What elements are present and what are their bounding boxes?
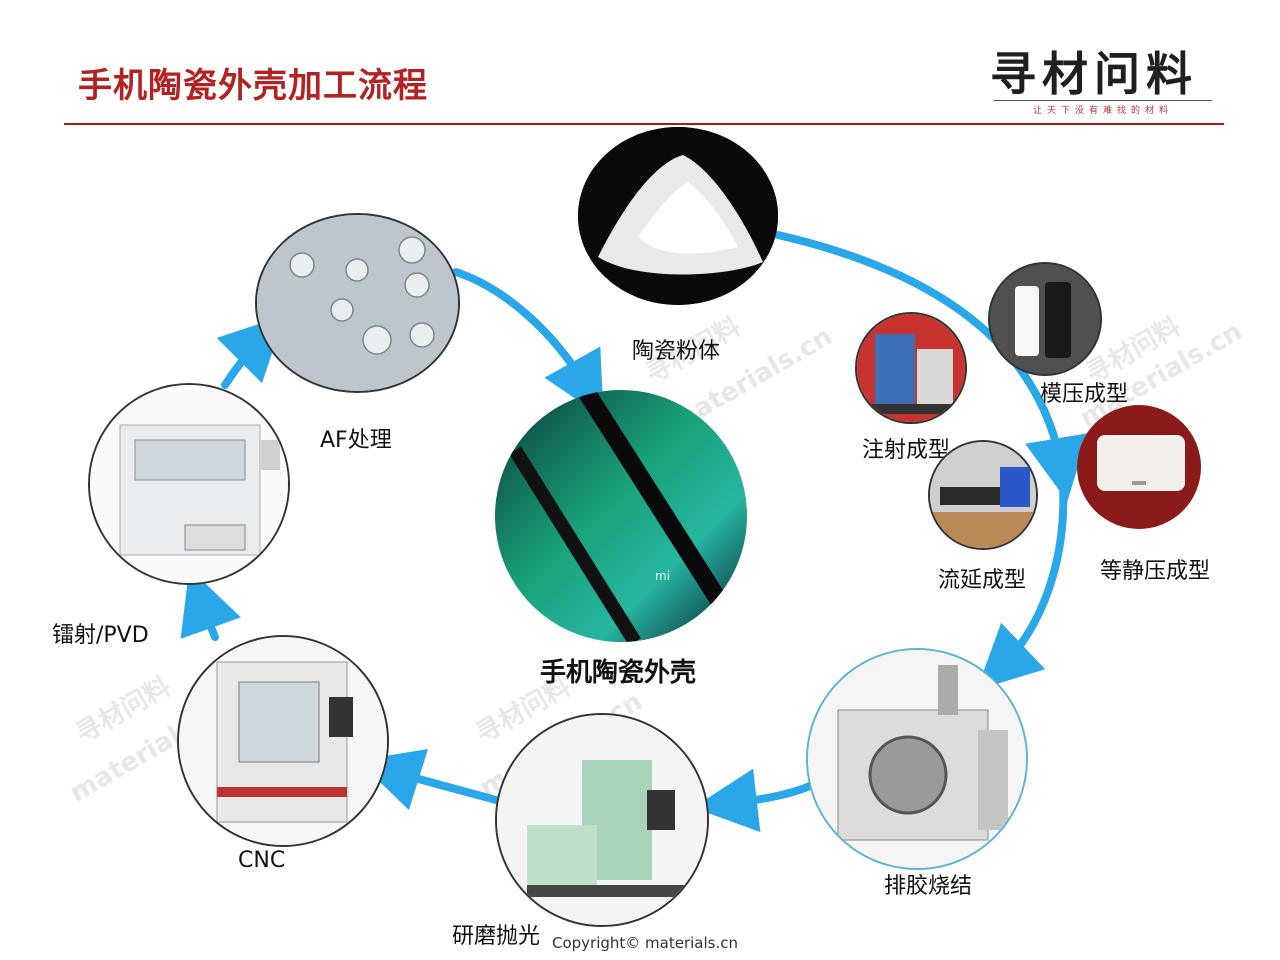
arrow-sintering-to-polish <box>693 768 816 833</box>
polishing-machine-image <box>495 713 709 927</box>
injection-molding-image <box>855 312 967 424</box>
laser-pvd-machine-image <box>88 383 290 585</box>
ceramic-phone-shell-image: mi <box>495 390 747 642</box>
ceramic-powder-image <box>578 127 778 305</box>
step-label-af-treatment: AF处理 <box>320 428 392 453</box>
phone-logo-text: mi <box>655 569 670 583</box>
step-label-grinding-polishing: 研磨抛光 <box>452 924 541 949</box>
page-title: 手机陶瓷外壳加工流程 <box>78 66 428 106</box>
copyright-text: Copyright© materials.cn <box>552 934 739 952</box>
tape-casting-image <box>928 440 1038 550</box>
step-label-compression-molding: 模压成型 <box>1040 382 1129 407</box>
sintering-furnace-image <box>806 648 1028 870</box>
arrow-pvd-to-af <box>216 315 285 389</box>
logo-slogan: 让天下没有难找的材料 <box>994 100 1212 116</box>
title-rule <box>64 123 1224 125</box>
step-label-powder: 陶瓷粉体 <box>632 339 721 364</box>
isostatic-pressing-image <box>1077 405 1201 529</box>
logo-text: 寻材问料 <box>990 47 1198 101</box>
compression-molding-image <box>988 262 1102 376</box>
arrow-af-to-product <box>452 268 604 418</box>
af-treatment-image <box>255 213 460 393</box>
arrow-cnc-to-pvd <box>180 567 241 641</box>
arrow-polish-to-cnc <box>357 748 500 811</box>
step-label-injection-molding: 注射成型 <box>862 438 951 463</box>
step-label-isostatic-pressing: 等静压成型 <box>1100 559 1211 584</box>
step-label-cnc: CNC <box>238 848 286 873</box>
center-product-label: 手机陶瓷外壳 <box>540 658 697 688</box>
step-label-laser-pvd: 镭射/PVD <box>52 623 149 648</box>
brand-logo: 寻材问料 让天下没有难找的材料 <box>990 38 1230 118</box>
step-label-debinding-sintering: 排胶烧结 <box>884 874 973 899</box>
cnc-machine-image <box>177 635 389 847</box>
arrow-powder-to-forming <box>774 231 1089 502</box>
step-label-tape-casting: 流延成型 <box>938 568 1027 593</box>
arrow-forming-to-sintering <box>976 466 1068 691</box>
